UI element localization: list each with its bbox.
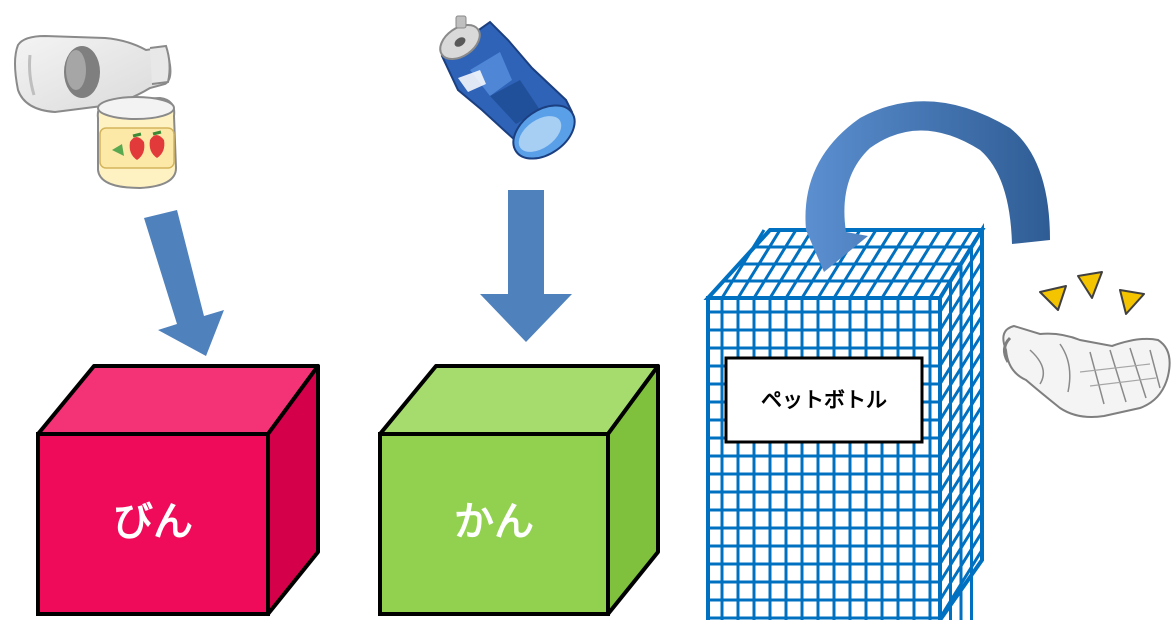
- crushed-can-icon: [439, 15, 576, 160]
- net-side-horizontal: [938, 477, 984, 547]
- net-side-horizontal: [938, 351, 984, 421]
- net-side-horizontal: [938, 423, 984, 493]
- net-side-horizontal: [938, 441, 984, 511]
- can-bin-front: [378, 432, 610, 616]
- net-side-horizontal: [938, 513, 984, 583]
- net-grid: [708, 229, 984, 620]
- net-side-horizontal: [938, 297, 984, 367]
- net-bin-front: [706, 296, 942, 620]
- net-side-horizontal: [938, 495, 984, 565]
- burst-marks-icon: [1039, 271, 1145, 315]
- net-side-horizontal: [938, 459, 984, 529]
- can-bin-label: かん: [454, 499, 534, 545]
- net-side-horizontal: [938, 369, 984, 439]
- arrow-to-can-bin: [480, 190, 572, 342]
- crushed-plastic-bottle-icon: [1002, 324, 1171, 418]
- arrow-to-glass-bin: [144, 210, 224, 356]
- net-side-horizontal: [938, 387, 984, 457]
- net-side-horizontal: [938, 405, 984, 475]
- curved-arrow-to-pet-bin: [805, 101, 1050, 272]
- net-side-horizontal: [938, 315, 984, 385]
- glass-bin-label: びん: [113, 499, 193, 545]
- can-bin: かん: [378, 364, 660, 616]
- net-side-horizontal: [938, 549, 984, 619]
- glass-bin: びん: [36, 364, 320, 616]
- pet-bottle-net-bin: ペットボトル: [703, 222, 986, 620]
- pet-bottle-label: ペットボトル: [761, 388, 887, 412]
- net-side-horizontal: [938, 333, 984, 403]
- glass-bottle-icon: [14, 34, 172, 114]
- glass-bin-front: [36, 432, 270, 616]
- pet-bottle-sign: [724, 356, 924, 444]
- net-side-horizontal: [938, 531, 984, 601]
- net-side-horizontal: [938, 279, 984, 349]
- glass-bottle-and-jam-jar-icon: [14, 34, 178, 190]
- jam-jar-icon: [96, 96, 178, 190]
- net-side-horizontal: [938, 243, 984, 313]
- net-side-horizontal: [938, 261, 984, 331]
